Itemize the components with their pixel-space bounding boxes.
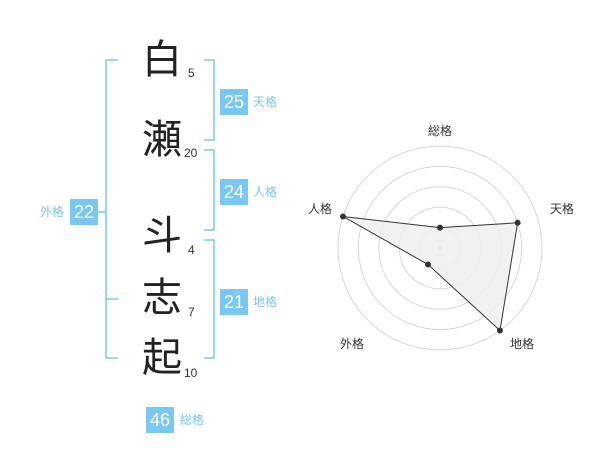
stroke-count-3: 4 (188, 243, 195, 257)
chikaku-bracket (204, 239, 215, 359)
tenkaku-bracket (204, 59, 215, 141)
jinkaku-value: 24 (220, 179, 248, 205)
name-char-5: 起 (142, 335, 182, 381)
gaikaku-bracket (105, 59, 118, 359)
stroke-count-5: 10 (184, 366, 198, 380)
radar-axis-label-soukaku: 総格 (428, 124, 453, 138)
chikaku-label: 地格 (253, 295, 278, 309)
stroke-count-2: 20 (184, 146, 198, 160)
radar-axis-label-jinkaku: 人格 (308, 202, 333, 216)
radar-axis-label-gaikaku: 外格 (340, 337, 365, 351)
name-char-3: 斗 (142, 213, 182, 259)
radar-axis-label-tenkaku: 天格 (550, 202, 575, 216)
chikaku-value: 21 (220, 289, 248, 315)
radar-point-2 (496, 327, 503, 334)
name-char-4: 志 (142, 275, 182, 321)
tenkaku-label: 天格 (253, 95, 278, 109)
soukaku-value: 46 (146, 407, 174, 433)
soukaku-label: 総格 (180, 413, 205, 427)
stroke-count-1: 5 (188, 66, 195, 80)
gaikaku-value: 22 (70, 199, 98, 225)
radar-point-0 (437, 224, 443, 231)
jinkaku-bracket (204, 149, 215, 231)
radar-ring (357, 165, 523, 331)
name-char-1: 白 (142, 37, 182, 83)
name-char-2: 瀬 (142, 117, 182, 163)
tenkaku-value: 25 (220, 89, 248, 115)
radar-point-3 (425, 261, 432, 268)
radar-point-4 (339, 213, 346, 220)
radar-point-1 (514, 219, 521, 226)
radar-ring (337, 145, 543, 351)
radar-axis-label-chikaku: 地格 (510, 337, 535, 351)
radar-series-shape (342, 215, 519, 332)
jinkaku-label: 人格 (253, 185, 278, 199)
stroke-count-4: 7 (188, 305, 195, 319)
gaikaku-label: 外格 (40, 205, 65, 219)
